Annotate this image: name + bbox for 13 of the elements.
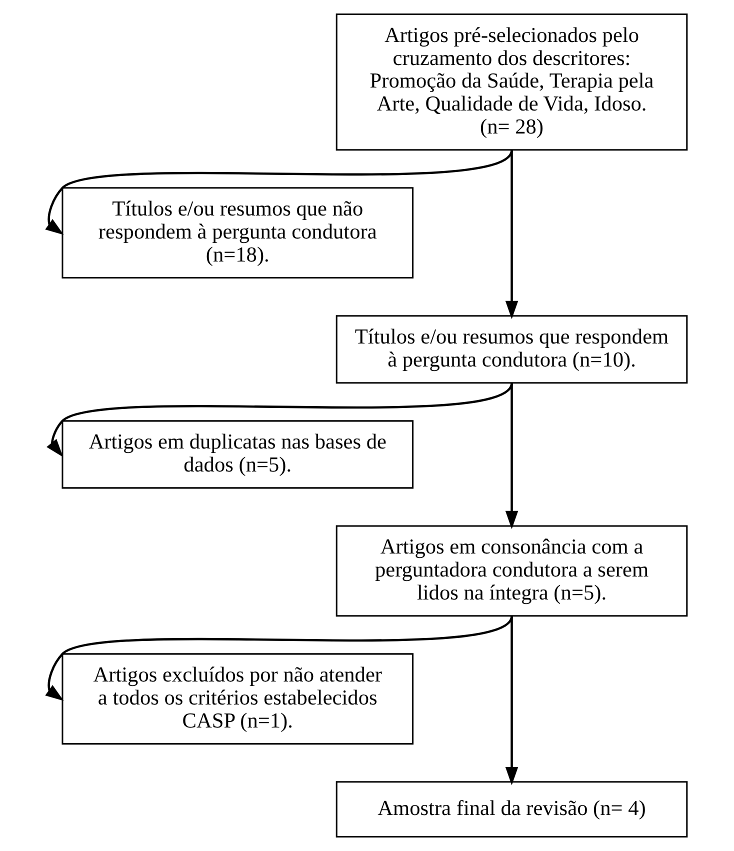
node-box: Títulos e/ou resumos que respondem à pergunta condutora (n=10). [335, 315, 688, 384]
arrow [504, 383, 518, 530]
node-box: Artigos excluídos por não atender a todos os critérios estabelecidos CASP (n=1). [61, 653, 414, 745]
node-box: Artigos em duplicatas nas bases de dados (n=5). [61, 420, 414, 489]
arrow [46, 382, 512, 458]
node-box: Artigos em consonância com a perguntadora condutora a serem lidos na íntegra (n=5). [335, 525, 688, 617]
node-box: Amostra final da revisão (n= 4) [335, 781, 688, 838]
node-box: Títulos e/ou resumos que não respondem à pergunta condutora (n=18). [61, 187, 414, 279]
node-box: Artigos pré-selecionados pelo cruzamento dos descritores: Promoção da Saúde, Terapia pela Arte, Qualidade de Vida, Idoso. (n= 28) [335, 14, 688, 151]
arrow [44, 149, 512, 235]
arrow [44, 615, 512, 701]
arrow [504, 616, 518, 786]
arrow [504, 150, 518, 320]
